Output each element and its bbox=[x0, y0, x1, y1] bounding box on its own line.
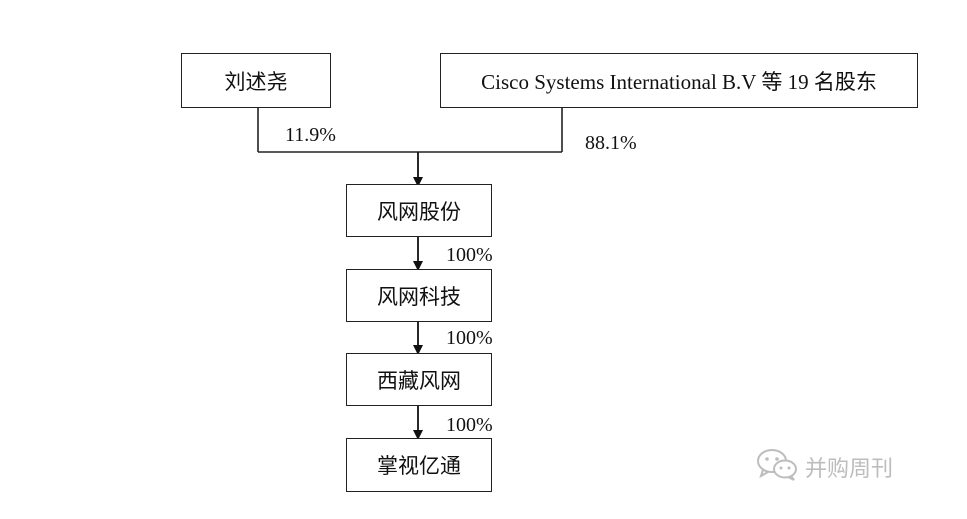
entity-subsidiary-1-box: 风网科技 bbox=[346, 269, 492, 322]
entity-parent-label: 风网股份 bbox=[377, 199, 461, 224]
entity-target-box: 掌视亿通 bbox=[346, 438, 492, 492]
entity-subsidiary-2-box: 西藏风网 bbox=[346, 353, 492, 406]
entity-subsidiary-1-label: 风网科技 bbox=[377, 284, 461, 309]
shareholder-group-box: Cisco Systems International B.V 等 19 名股东 bbox=[440, 53, 918, 108]
watermark: 并购周刊 bbox=[755, 447, 893, 487]
shareholder-person-label: 刘述尧 bbox=[224, 69, 288, 94]
entity-subsidiary-2-label: 西藏风网 bbox=[377, 368, 461, 393]
shareholder-group-label: Cisco Systems International B.V 等 19 名股东 bbox=[481, 69, 877, 94]
sub2-to-target-pct: 100% bbox=[446, 414, 493, 436]
sub1-to-sub2-pct: 100% bbox=[446, 327, 493, 349]
shareholder-person-box: 刘述尧 bbox=[181, 53, 331, 108]
entity-target-label: 掌视亿通 bbox=[377, 454, 461, 478]
parent-to-sub1-pct: 100% bbox=[446, 244, 493, 266]
person-ownership-pct: 11.9% bbox=[285, 124, 336, 146]
group-ownership-pct: 88.1% bbox=[585, 132, 637, 154]
entity-parent-box: 风网股份 bbox=[346, 184, 492, 237]
watermark-text: 并购周刊 bbox=[805, 457, 894, 482]
wechat-icon bbox=[755, 447, 799, 487]
